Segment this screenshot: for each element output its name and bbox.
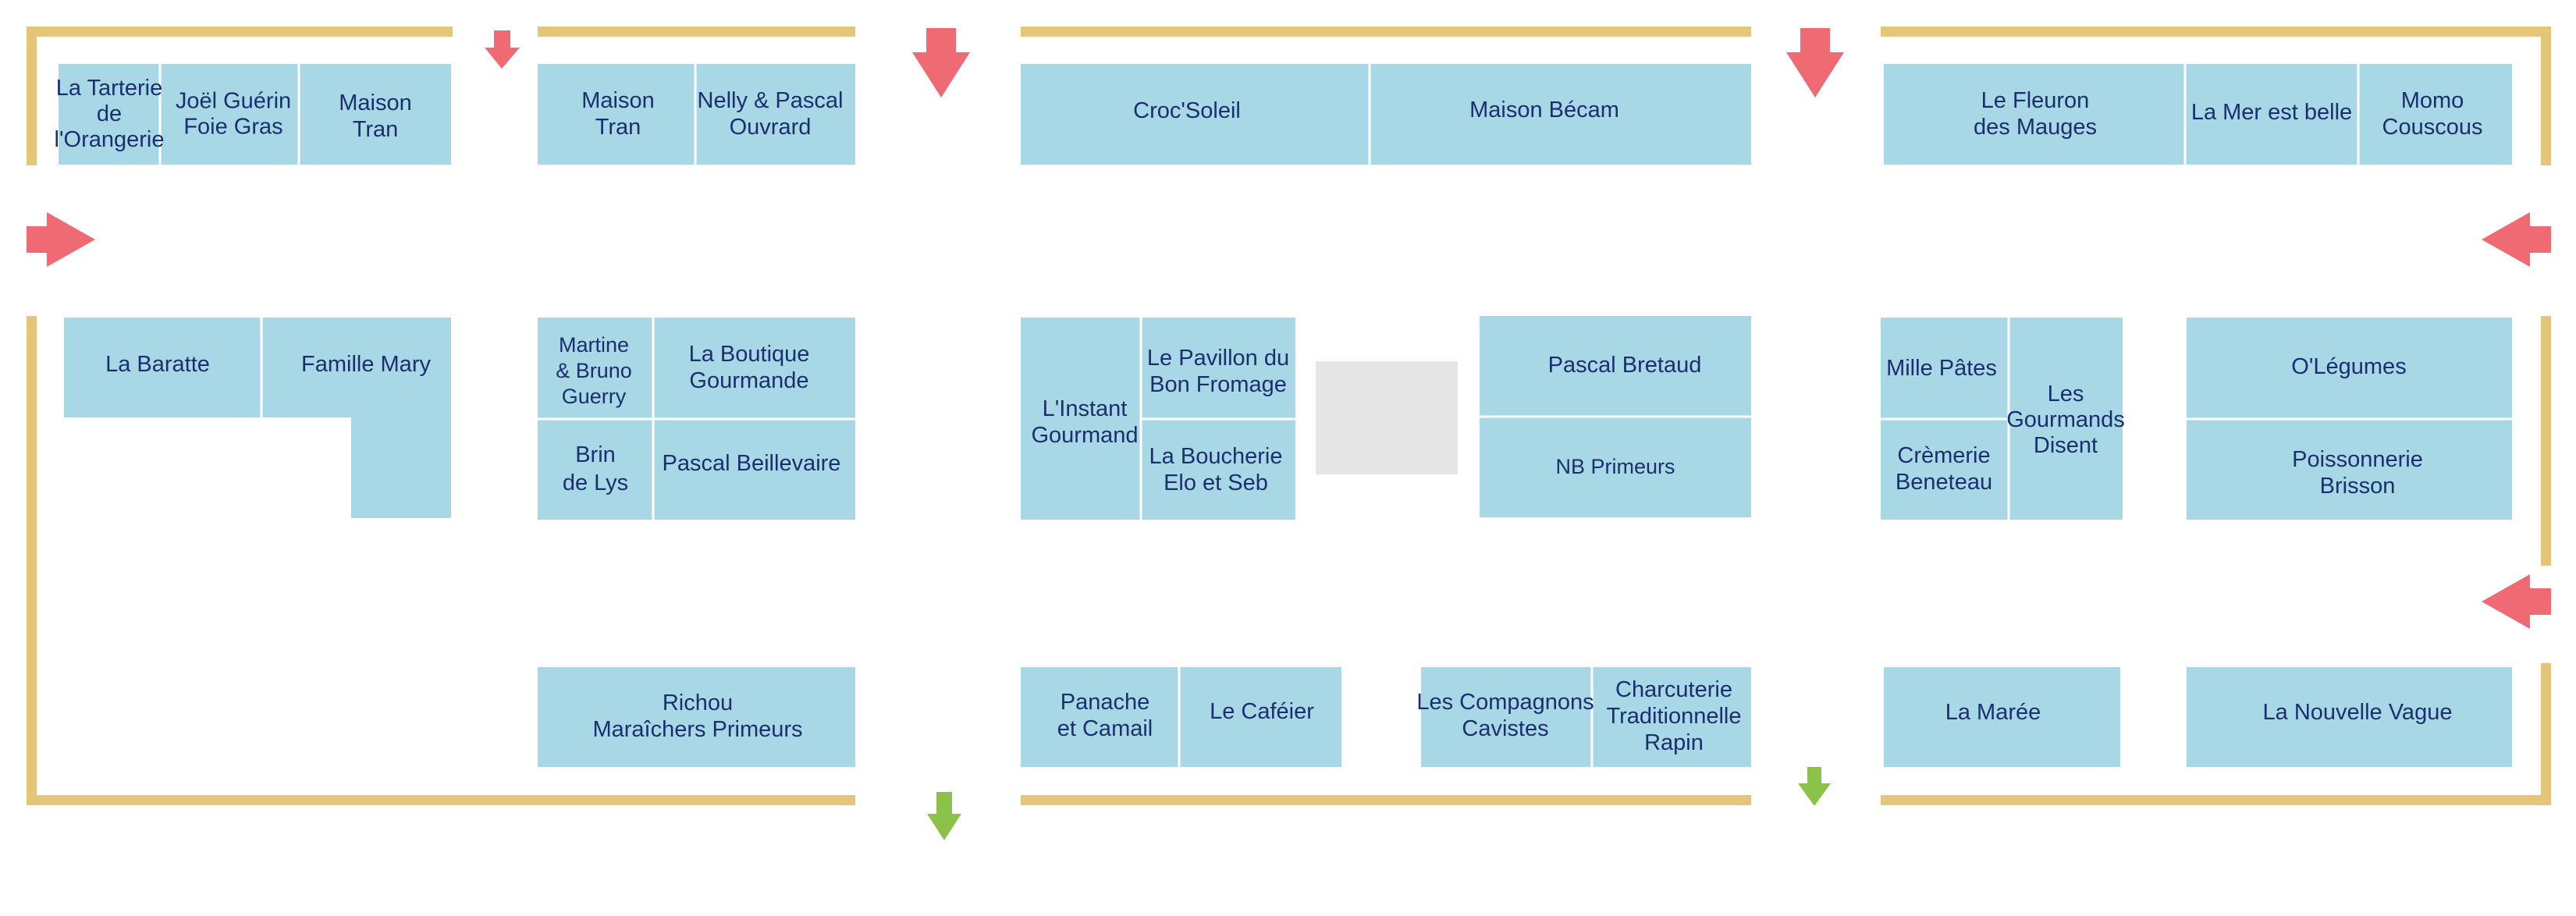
wall-right-top [2541,27,2551,165]
stall-famille-mary[interactable]: Famille Mary [301,352,431,377]
wall-bottom-2 [1021,795,1751,805]
wall-right-mid [2541,316,2551,566]
empty-area [1316,361,1458,474]
stall-le-cafeier[interactable]: Le Caféier [1210,699,1314,724]
entrance-arrow-left-icon [2482,212,2551,267]
entrance-arrow-down-icon [1786,28,1844,98]
stall-o-legumes[interactable]: O'Légumes [2291,354,2406,379]
wall-left-top [27,27,37,165]
stall-pascal-bretaud[interactable]: Pascal Bretaud [1548,353,1702,378]
arrows [27,28,2551,840]
stall-la-baratte[interactable]: La Baratte [105,352,210,377]
wall-top-2 [538,27,855,37]
stall-mille-pates[interactable]: Mille Pâtes [1886,356,1997,381]
walls [27,27,2551,805]
wall-top-4 [1881,27,2551,37]
stall-maison-becam[interactable]: Maison Bécam [1469,98,1619,122]
wall-bottom-3 [1881,795,2551,805]
exit-arrow-down-icon [1798,767,1831,806]
wall-left-bottom [27,316,37,805]
entrance-arrow-right-icon [27,212,95,267]
wall-top-1 [27,27,453,37]
stall-nb-primeurs[interactable]: NB Primeurs [1555,455,1675,478]
wall-top-3 [1021,27,1751,37]
wall-bottom-1 [27,795,855,805]
exit-arrow-down-icon [927,792,961,840]
stall-pascal-beillevaire[interactable]: Pascal Beillevaire [663,451,841,476]
stall-dividers [158,64,2512,767]
wall-right-bottom [2541,663,2551,805]
entrance-arrow-left-icon [2482,574,2551,629]
stall-la-nouvelle-vague[interactable]: La Nouvelle Vague [2263,700,2453,725]
stall-la-maree[interactable]: La Marée [1945,700,2041,725]
stall-croc-soleil[interactable]: Croc'Soleil [1133,98,1241,123]
entrance-arrow-down-icon [485,30,520,69]
stall-blocks [59,64,2512,767]
stall-la-mer-est-belle[interactable]: La Mer est belle [2191,100,2352,125]
entrance-arrow-down-icon [912,28,970,98]
